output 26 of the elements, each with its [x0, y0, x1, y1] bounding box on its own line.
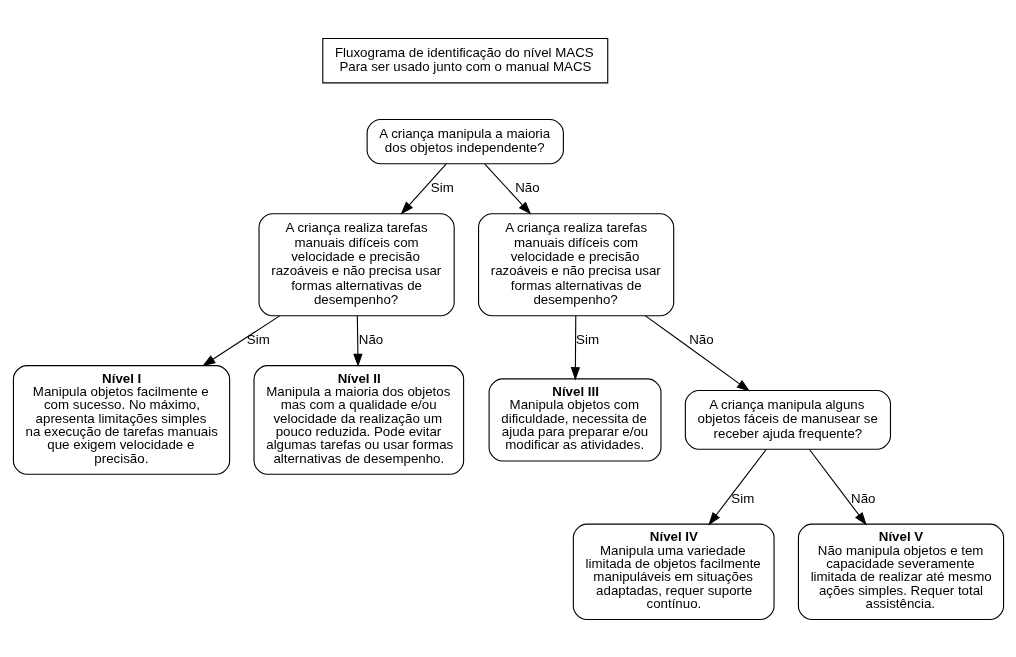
node-box: A criança manipula a maioria dos objetos independente?	[366, 118, 564, 164]
edge-label: Não	[358, 331, 383, 347]
node-box: Nível II Manipula a maioria dos objetos mas com a qualidade e/ou velocidade da realização um pouco reduzida. Pode evitar algumas tarefas ou usar formas alternativas de desempenho.	[253, 364, 464, 475]
arrow	[400, 163, 447, 215]
edge-label: Sim	[430, 179, 454, 195]
node-box: A criança realiza tarefas manuais difíceis com velocidade e precisão razoáveis e não precisa usar formas alternativas de desempenho?	[477, 212, 674, 316]
node-box: A criança manipula alguns objetos fáceis de manusear se receber ajuda frequente?	[684, 389, 891, 450]
edge-label: Não	[688, 331, 714, 347]
arrow	[808, 448, 867, 525]
node-box: Nível V Não manipula objetos e tem capacidade severamente limitada de realizar até mesmo ações simples. Requer total assistência.	[797, 523, 1004, 620]
edge-label: Não	[514, 179, 540, 195]
edge-label: Não	[850, 490, 876, 506]
node-box: Fluxograma de identificação do nível MACS Para ser usado junto com o manual MACS	[321, 37, 608, 83]
node-box: A criança realiza tarefas manuais difíceis com velocidade e precisão razoáveis e não precisa usar formas alternativas de desempenho?	[257, 212, 455, 316]
node-box: Nível I Manipula objetos facilmente e com sucesso. No máximo, apresenta limitações simples na execução de tarefas manuais que exigem velocidade e precisão.	[12, 364, 230, 475]
arrow	[201, 314, 280, 366]
arrow	[570, 314, 580, 380]
arrow	[644, 314, 750, 391]
node-box: Nível III Manipula objetos com dificuldade, necessita de ajuda para preparar e/ou modificar as atividades.	[488, 377, 661, 461]
node-box: Nível IV Manipula uma variedade limitada de objetos facilmente manipuláveis em situações adaptadas, requer suporte contínuo.	[572, 523, 775, 620]
edge-label: Sim	[730, 490, 754, 506]
arrow	[707, 448, 767, 525]
edge-label: Sim	[246, 331, 270, 347]
arrow	[352, 314, 363, 367]
edge-label: Sim	[575, 331, 599, 347]
arrow	[483, 163, 531, 215]
